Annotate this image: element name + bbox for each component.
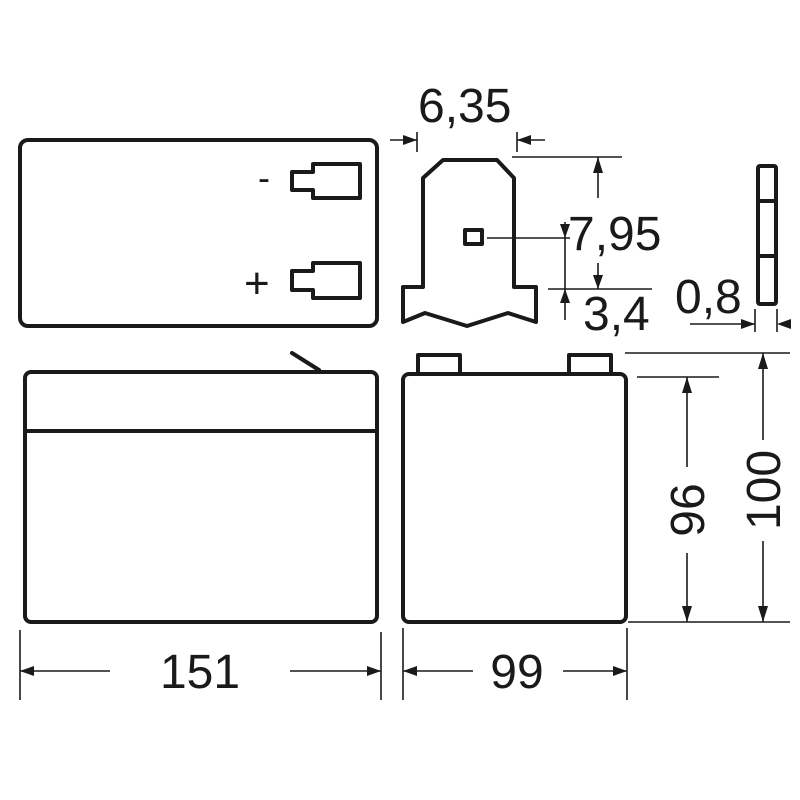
front-view-outline <box>23 370 379 624</box>
positive-terminal-icon <box>290 261 362 300</box>
front-view: 151 <box>19 351 382 700</box>
arrow-left-icon <box>20 666 34 676</box>
side-view-outline <box>401 372 628 624</box>
top-view: - + <box>18 138 379 328</box>
arrow-up-icon <box>758 353 768 369</box>
arrow-down-icon <box>560 224 570 238</box>
total-height-label: 100 <box>738 450 791 530</box>
hole-height-label: 7,95 <box>568 208 661 261</box>
arrow-right-icon <box>741 319 755 329</box>
terminal-stub-left <box>416 353 462 375</box>
thickness-label: 0,8 <box>675 271 742 324</box>
case-height-label: 96 <box>662 483 715 536</box>
terminal-side-outline <box>756 164 778 306</box>
arrow-up-icon <box>593 157 603 173</box>
arrow-right-icon <box>403 135 417 145</box>
arrow-up-icon <box>682 377 692 393</box>
arrow-left-icon <box>517 135 531 145</box>
arrow-down-icon <box>682 606 692 622</box>
arrow-left-icon <box>777 319 791 329</box>
terminal-tab-outline <box>401 158 538 328</box>
base-height-label: 3,4 <box>583 288 650 341</box>
arrow-right-icon <box>613 666 627 676</box>
terminal-width-label: 6,35 <box>418 80 511 133</box>
arrow-up-icon <box>560 289 570 303</box>
vent-mark <box>290 351 321 372</box>
top-view-outline <box>18 138 379 328</box>
terminal-detail: 6,35 7,95 3,4 <box>390 80 661 341</box>
arrow-down-icon <box>758 606 768 622</box>
terminal-hole-icon <box>463 228 484 246</box>
arrow-down-icon <box>593 275 603 289</box>
side-view: 99 96 100 <box>401 352 791 700</box>
positive-symbol: + <box>244 259 270 308</box>
terminal-stub-right <box>567 353 613 375</box>
width-label: 99 <box>490 646 543 699</box>
negative-terminal-icon <box>290 162 362 200</box>
arrow-right-icon <box>367 666 381 676</box>
terminal-side-view: 0,8 <box>675 164 791 332</box>
arrow-left-icon <box>403 666 417 676</box>
length-label: 151 <box>160 646 240 699</box>
negative-symbol: - <box>258 157 270 198</box>
